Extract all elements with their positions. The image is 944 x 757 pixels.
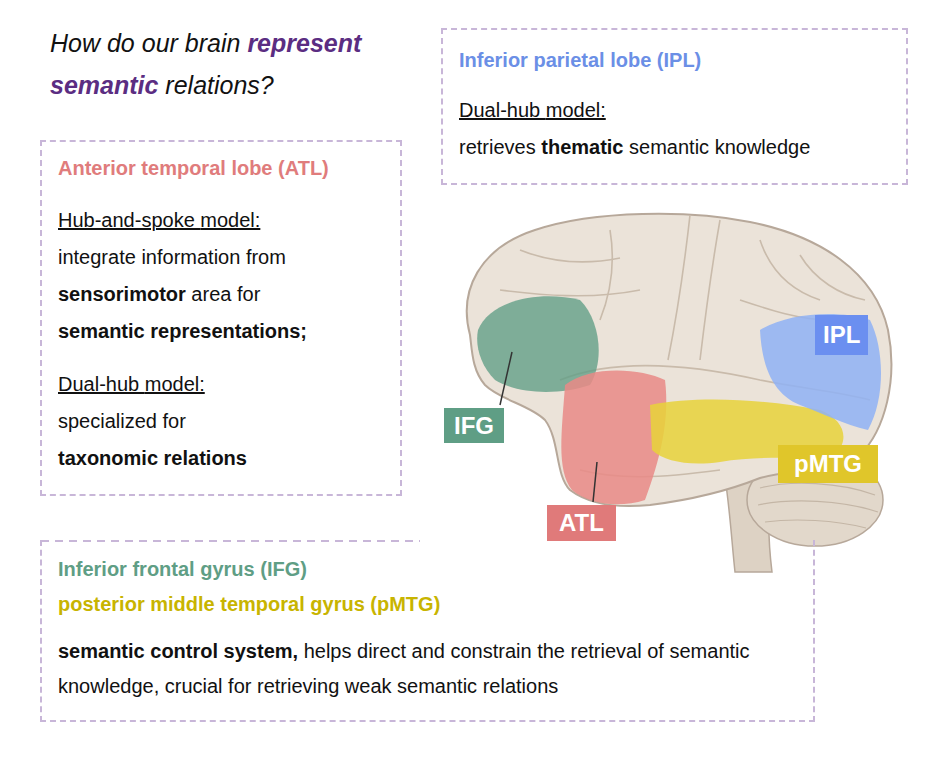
region-label: IPL [815, 315, 868, 355]
text-word: for [163, 410, 186, 432]
text-word: How [50, 29, 107, 57]
text-word: crucial [165, 675, 228, 697]
text-word: semantic [669, 640, 749, 662]
text-word: lobe [231, 157, 278, 179]
ipl-region [760, 314, 881, 430]
region-label: IFG [444, 408, 504, 443]
text-word: pMTG [794, 450, 862, 477]
info-box: Inferior frontal gyrus (IFG)posterior mi… [40, 540, 815, 722]
text-word: represent [247, 29, 361, 57]
text-word: sensorimotor [58, 283, 191, 305]
text-word: of [647, 640, 669, 662]
text-word: Inferior [459, 49, 533, 71]
text-word: parietal [533, 49, 610, 71]
text-word: specialized [58, 410, 163, 432]
cerebellum-folds [758, 483, 878, 528]
text-word: Dual-hub [58, 373, 145, 395]
text-word: retrieving [257, 675, 345, 697]
text-word: do [107, 29, 142, 57]
text-word: (pMTG) [370, 593, 440, 615]
text-word: thematic [541, 136, 629, 158]
box-heading: Inferior parietal lobe (IPL) [459, 42, 890, 79]
text-word: for [237, 283, 260, 305]
text-word: relations [164, 447, 247, 469]
text-word: retrieves [459, 136, 541, 158]
text-word: taxonomic [58, 447, 164, 469]
box-text: semantic control system, helps direct an… [58, 634, 797, 704]
region-name: pMTG [794, 448, 862, 480]
text-word: semantic [58, 640, 150, 662]
text-word: temporal [141, 157, 231, 179]
text-word: semantic [58, 320, 150, 342]
text-word: gyrus [310, 593, 370, 615]
text-word: ATL [559, 509, 604, 536]
leader-line [500, 352, 512, 405]
box-text: Dual-hub model: [58, 366, 384, 403]
text-word: semantic [629, 136, 715, 158]
text-word: knowledge [715, 136, 811, 158]
region-name: IFG [454, 410, 494, 441]
text-word: model: [200, 209, 260, 231]
text-word: gyrus [200, 558, 260, 580]
text-word: information [141, 246, 246, 268]
text-word: retrieval [571, 640, 648, 662]
box-text: specialized for taxonomic relations [58, 403, 273, 477]
text-word: weak [345, 675, 397, 697]
text-word: system, [224, 640, 304, 662]
text-word: for [228, 675, 257, 697]
text-word: helps [304, 640, 357, 662]
text-word: Hub-and-spoke [58, 209, 200, 231]
region-name: IPL [823, 319, 860, 351]
text-word: IPL [823, 321, 860, 348]
text-word: area [191, 283, 237, 305]
text-word: relations [483, 675, 559, 697]
text-word: the [537, 640, 570, 662]
box-heading: Inferior frontal gyrus (IFG) [58, 552, 797, 587]
box-text: posterior middle temporal gyrus (pMTG) [58, 587, 797, 622]
box-text: retrieves thematic semantic knowledge [459, 129, 890, 166]
diagram-title: How do our brain represent semantic rela… [50, 22, 440, 106]
text-word: direct [357, 640, 411, 662]
text-word: from [246, 246, 286, 268]
text-word: (ATL) [278, 157, 329, 179]
region-label: ATL [547, 505, 616, 541]
leader-line [593, 462, 597, 502]
text-word: model: [546, 99, 606, 121]
text-word: (IFG) [260, 558, 307, 580]
text-word: representations; [150, 320, 307, 342]
box-text: Hub-and-spoke model: [58, 202, 384, 239]
atl-region [561, 370, 666, 504]
box-heading: Anterior temporal lobe (ATL) [58, 150, 384, 187]
text-word: constrain [450, 640, 537, 662]
region-name: ATL [559, 507, 604, 539]
info-box: Anterior temporal lobe (ATL) Hub-and-spok… [40, 140, 402, 496]
text-word: middle [150, 593, 220, 615]
text-word: semantic [50, 71, 165, 99]
text-word: our [142, 29, 185, 57]
text-word: control [150, 640, 223, 662]
dashed-border [41, 540, 420, 542]
text-word: brain [185, 29, 248, 57]
text-word: Anterior [58, 157, 141, 179]
region-label: pMTG [778, 445, 878, 483]
cerebrum [467, 214, 892, 506]
info-box: Inferior parietal lobe (IPL) Dual-hub mod… [441, 28, 908, 185]
box-text: integrate information from sensorimotor … [58, 239, 336, 350]
text-word: Inferior [58, 558, 132, 580]
text-word: temporal [220, 593, 310, 615]
text-word: relations? [165, 71, 273, 99]
text-word: IFG [454, 412, 494, 439]
text-word: and [412, 640, 451, 662]
text-word: knowledge, [58, 675, 165, 697]
text-word: posterior [58, 593, 150, 615]
text-word: Dual-hub [459, 99, 546, 121]
text-word: frontal [132, 558, 200, 580]
text-word: integrate [58, 246, 141, 268]
text-word: lobe [610, 49, 657, 71]
text-word: (IPL) [657, 49, 701, 71]
box-text: Dual-hub model: [459, 92, 890, 129]
text-word: model: [145, 373, 205, 395]
text-word: semantic [397, 675, 483, 697]
